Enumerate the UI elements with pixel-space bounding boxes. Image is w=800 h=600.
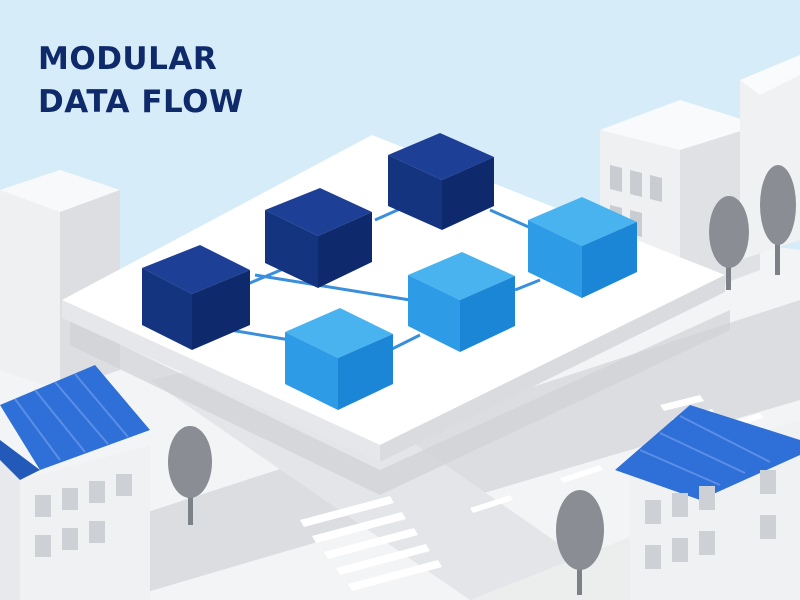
building-right-front [615,405,800,600]
light-block-3 [528,197,637,298]
title-line-1: MODULAR [38,41,218,77]
tree-right-2 [760,165,796,275]
roof-right [615,405,800,500]
dark-block-1 [142,245,250,350]
title-line-2: DATA FLOW [38,84,244,120]
tree-right-1 [709,196,749,290]
crosswalk-stripes [300,395,716,591]
page-title: MODULAR DATA FLOW [38,38,244,124]
building-left-front [0,365,150,600]
platform [62,135,725,462]
light-block-2 [408,252,515,352]
platform-shadow [70,310,730,495]
dark-block-3 [388,133,494,230]
tree-left-front [168,426,212,525]
dark-block-2 [265,188,372,288]
tree-front-center [556,490,604,595]
roof-left [0,365,150,470]
light-block-1 [285,308,393,410]
